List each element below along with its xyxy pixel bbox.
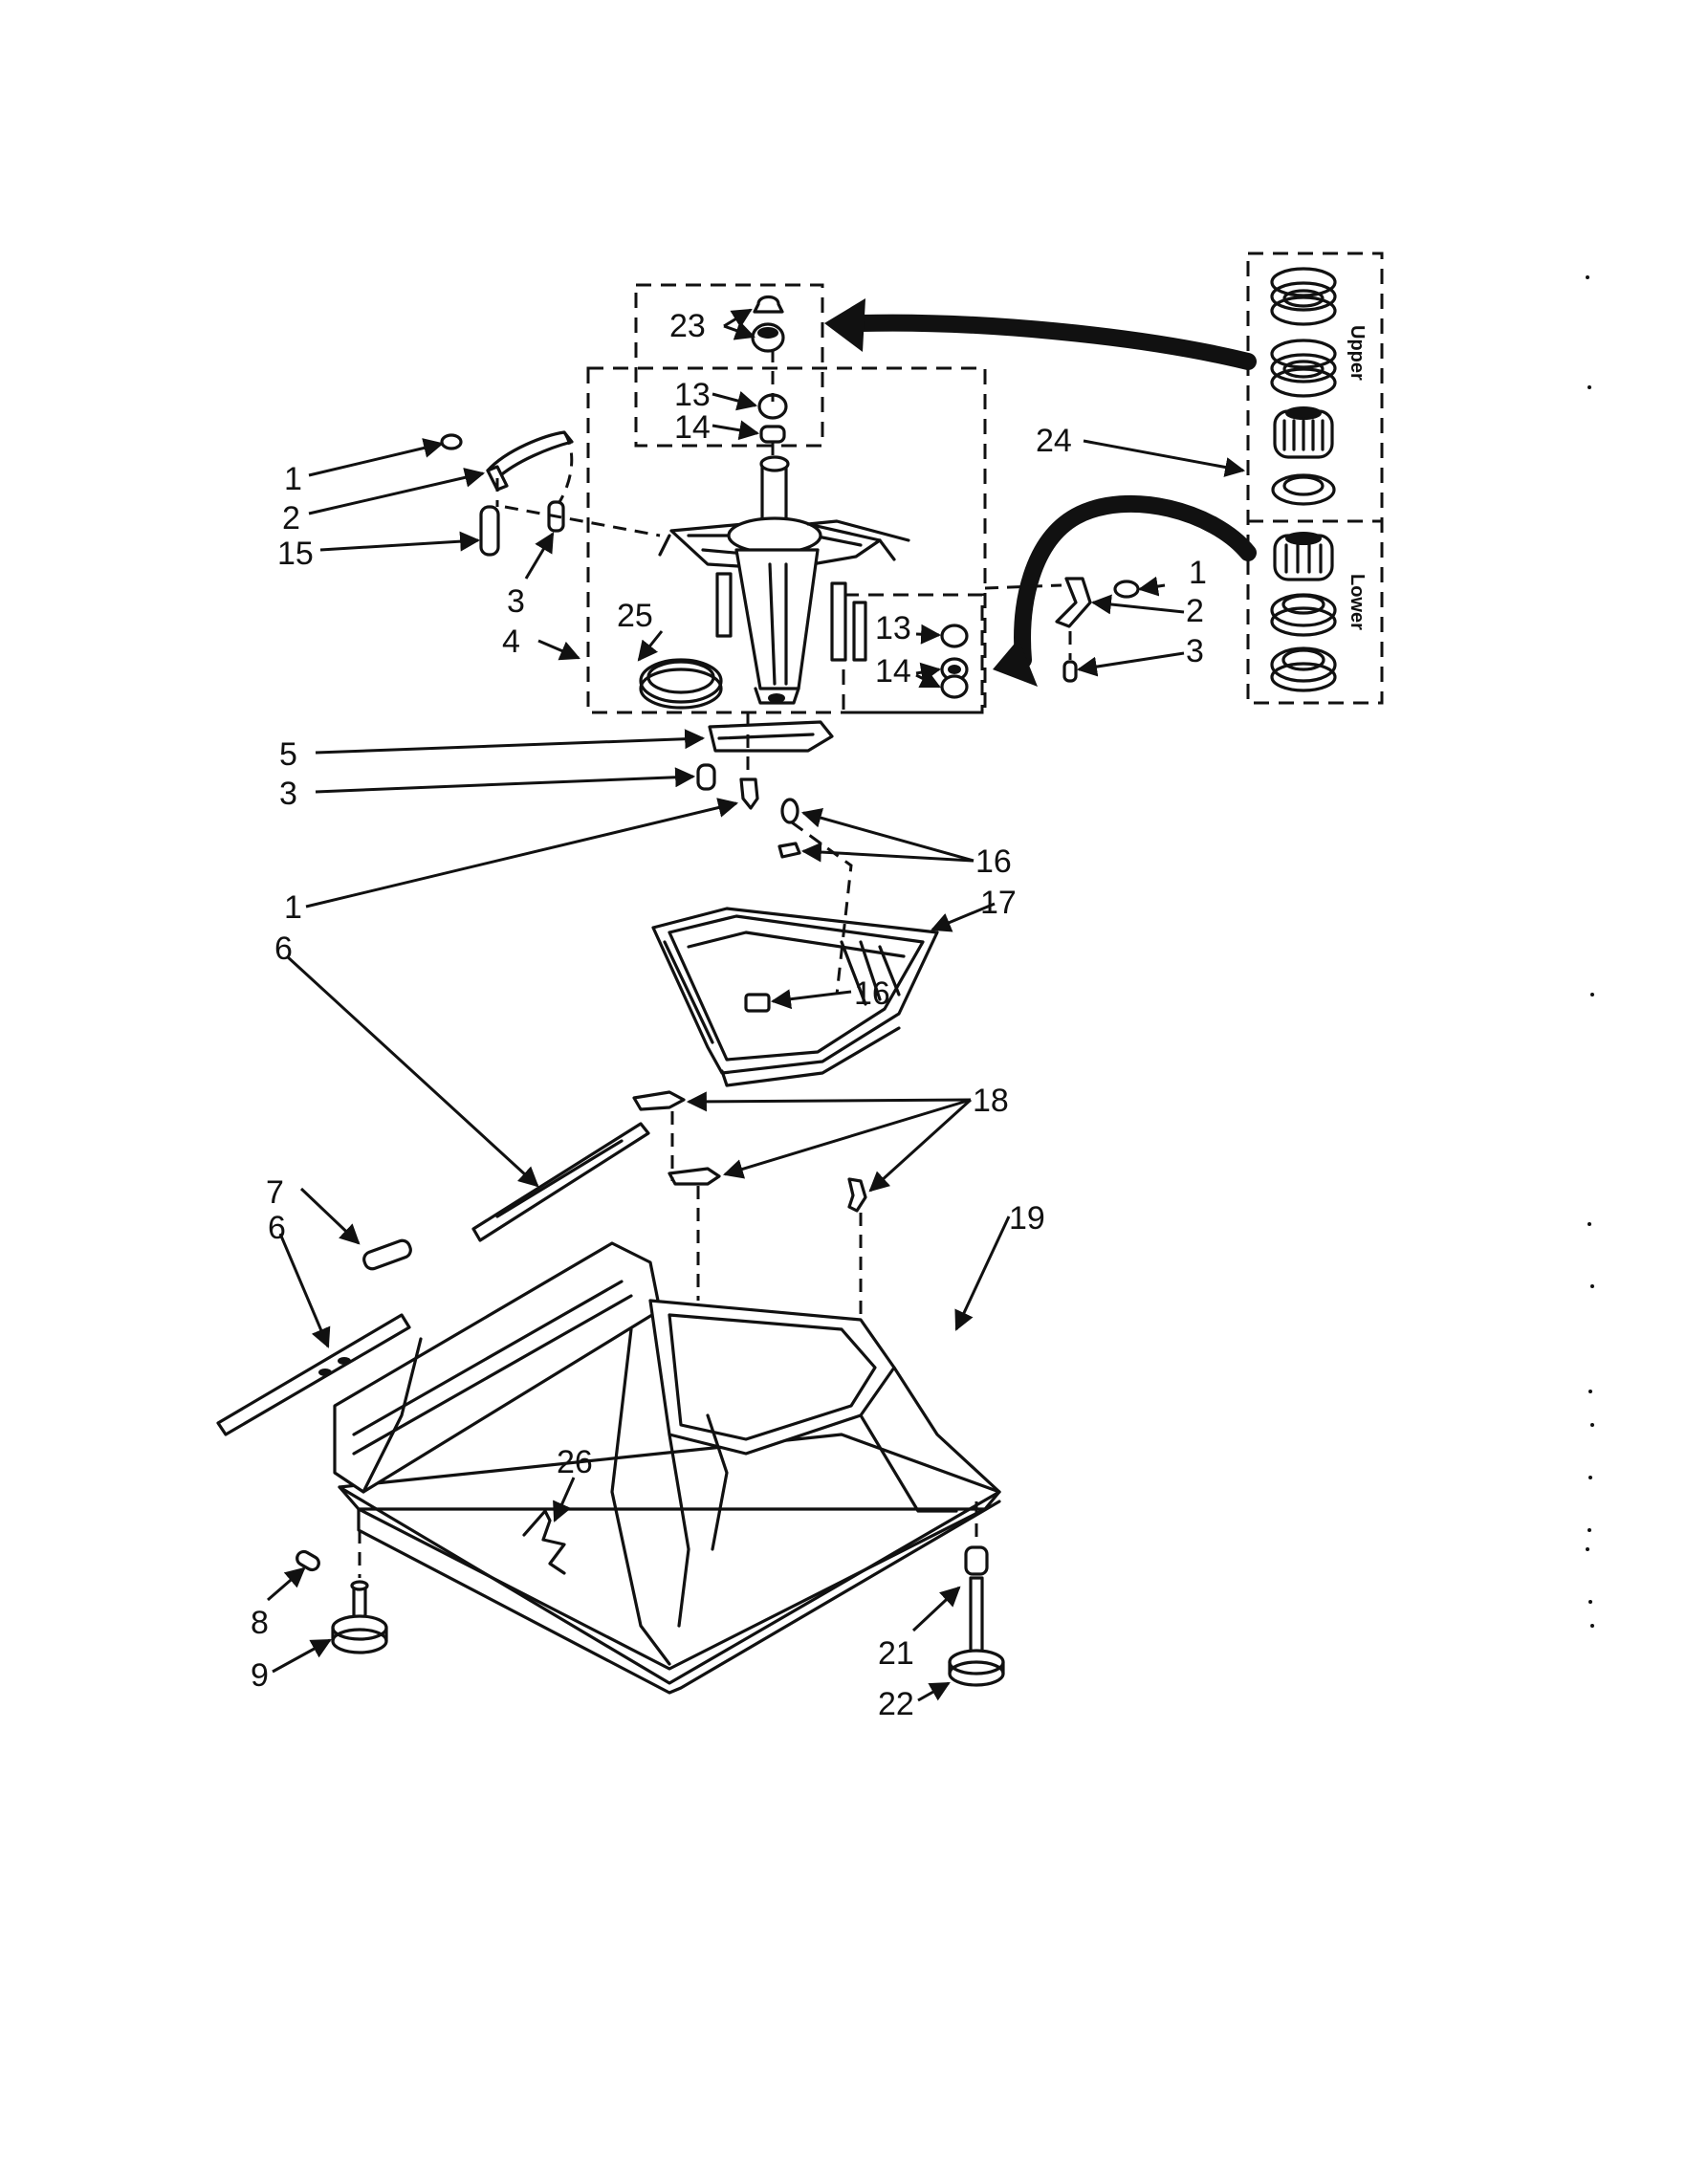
lower-brace bbox=[216, 1313, 411, 1436]
callout-5: 5 bbox=[279, 736, 297, 773]
callout-16-plate: 16 bbox=[854, 975, 890, 1012]
bearing-kit-box bbox=[1246, 252, 1384, 705]
upper-kit-arrowhead bbox=[824, 298, 865, 352]
lower-kit-arrowhead bbox=[993, 639, 1038, 687]
upper-kit-label: Upper bbox=[1347, 325, 1368, 381]
callout-26: 26 bbox=[557, 1444, 593, 1480]
front-right-foot bbox=[948, 1501, 1005, 1687]
callout-14-upper: 14 bbox=[674, 409, 711, 446]
callout-22: 22 bbox=[878, 1686, 914, 1722]
callout-21: 21 bbox=[878, 1635, 914, 1672]
callout-6-lower: 6 bbox=[268, 1210, 286, 1246]
callout-1-right: 1 bbox=[1189, 555, 1207, 591]
left-clamp-assembly bbox=[440, 430, 661, 557]
frame-clips bbox=[632, 1090, 867, 1320]
callout-15: 15 bbox=[277, 536, 314, 572]
callout-18: 18 bbox=[973, 1083, 1009, 1119]
lower-bearing-race bbox=[1273, 532, 1334, 581]
callout-25: 25 bbox=[617, 598, 653, 634]
callout-24: 24 bbox=[1036, 423, 1072, 459]
spring-clip bbox=[522, 1509, 566, 1575]
callout-19: 19 bbox=[1009, 1200, 1045, 1237]
callout-13-lower: 13 bbox=[875, 610, 911, 646]
lower-kit-label: Lower bbox=[1347, 574, 1368, 630]
callout-2-left: 2 bbox=[282, 500, 300, 537]
front-left-foot bbox=[296, 1530, 388, 1654]
upper-bearing-race bbox=[1273, 406, 1334, 459]
upper-seal-ring-2 bbox=[1270, 339, 1337, 398]
upper-washer bbox=[1271, 473, 1336, 506]
scan-specks bbox=[1586, 275, 1594, 1628]
callout-13-upper: 13 bbox=[674, 377, 711, 413]
base-frame bbox=[333, 1241, 1001, 1695]
callout-2-right: 2 bbox=[1186, 593, 1204, 629]
lower-seal bbox=[1270, 593, 1337, 637]
callout-16-top: 16 bbox=[975, 843, 1012, 880]
callout-14-lower: 14 bbox=[875, 653, 911, 690]
callout-3-left: 3 bbox=[507, 583, 525, 620]
lower-kit-arrow bbox=[1014, 494, 1257, 668]
callout-3-right: 3 bbox=[1186, 633, 1204, 669]
upper-brace bbox=[471, 1122, 650, 1242]
callout-23: 23 bbox=[669, 308, 706, 344]
upper-bearing-box bbox=[634, 283, 824, 448]
callout-9: 9 bbox=[251, 1657, 269, 1694]
right-clamp-assembly bbox=[984, 577, 1140, 683]
brace-pin bbox=[362, 1238, 412, 1271]
callout-7: 7 bbox=[266, 1174, 284, 1211]
drive-hub-assembly bbox=[658, 442, 910, 705]
callout-6-upper: 6 bbox=[274, 931, 293, 967]
callout-17: 17 bbox=[980, 885, 1017, 921]
mounting-plate bbox=[651, 798, 939, 1087]
lower-bearing-stack bbox=[940, 624, 969, 699]
plate-leader-16 bbox=[791, 821, 853, 996]
bearing-kit: Upper Lower bbox=[1270, 267, 1368, 692]
callout-8: 8 bbox=[251, 1605, 269, 1641]
upper-bearing-stack bbox=[751, 295, 788, 444]
callout-1-left: 1 bbox=[284, 461, 302, 497]
upper-seal-ring-1 bbox=[1270, 267, 1337, 326]
upper-kit-arrow bbox=[852, 314, 1257, 370]
leader-lines bbox=[267, 308, 1246, 1702]
lower-clamp-assembly bbox=[696, 712, 834, 810]
callout-4: 4 bbox=[502, 624, 520, 660]
lower-washer bbox=[1270, 646, 1337, 692]
hub-seal-ring bbox=[639, 658, 723, 710]
callout-numbers: 1 2 15 3 4 23 13 14 24 25 13 14 1 2 3 5 … bbox=[251, 308, 1207, 1722]
callout-1-mid: 1 bbox=[284, 889, 302, 926]
callout-3-mid: 3 bbox=[279, 776, 297, 812]
